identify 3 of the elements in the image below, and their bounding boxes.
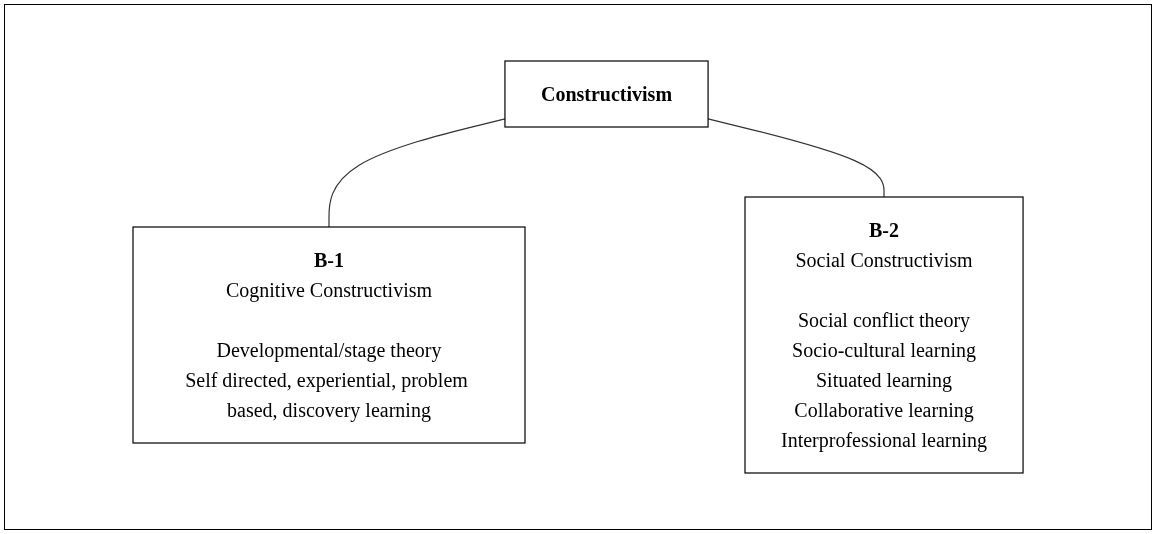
node-box: Constructivism	[504, 60, 709, 128]
node-box: B-1 Cognitive Constructivism Developmental/stage theory Self directed, experiential, problem based, discovery learning	[132, 226, 526, 444]
node-box: B-2 Social Constructivism Social conflict theory Socio-cultural learning Situated learning Collaborative learning Interprofessional learning	[744, 196, 1024, 474]
